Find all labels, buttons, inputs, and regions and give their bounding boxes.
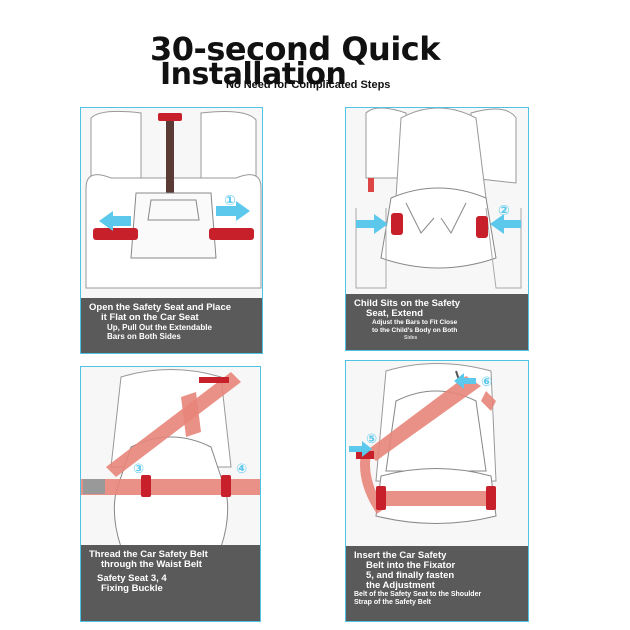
caption-line: Sides (404, 335, 418, 341)
step-5-6-caption: Insert the Car Safety Belt into the Fixa… (346, 546, 528, 621)
step-3-marker: ③ (133, 461, 145, 476)
step-2-marker: ② (498, 202, 510, 218)
caption-line: Child Sits on the Safety (354, 298, 461, 309)
caption-line: Safety Seat 3, 4 (97, 573, 167, 584)
step-panel-1: ① Open the Safety Seat and Place it Flat… (80, 107, 263, 354)
step-4-marker: ④ (236, 461, 248, 476)
step-2-caption: Child Sits on the Safety Seat, Extend Ad… (346, 294, 528, 350)
step-5-marker: ⑤ (366, 431, 378, 446)
caption-line: the Adjustment (366, 580, 435, 591)
step-panel-4: ⑥ ⑤ Insert the Car Safety Belt into the … (345, 360, 529, 622)
caption-line: Adjust the Bars to Fit Close (372, 319, 458, 326)
step-panel-3: ③ ④ Thread the Car Safety Belt through t… (80, 366, 261, 622)
step-6-marker: ⑥ (481, 374, 493, 389)
page-subtitle: No Need for Complicated Steps (226, 79, 391, 91)
caption-line: it Flat on the Car Seat (101, 312, 199, 323)
page-title-line1: 30-second Quick (150, 30, 441, 68)
page-title-line2: Installation (160, 57, 347, 92)
step-1-marker: ① (224, 192, 236, 208)
caption-line: Strap of the Safety Belt (354, 599, 432, 606)
caption-line: Fixing Buckle (101, 583, 163, 594)
caption-line: Open the Safety Seat and Place (89, 302, 232, 313)
shoulder-strap-fastening-illustration (349, 363, 497, 524)
step-3-4-caption: Thread the Car Safety Belt through the W… (81, 545, 260, 621)
caption-line: Seat, Extend (366, 308, 424, 319)
caption-line: Belt into the Fixator (366, 560, 456, 571)
child-seated-illustration (355, 108, 522, 289)
caption-line: Belt of the Safety Seat to the Shoulder (354, 591, 482, 598)
caption-line: 5, and finally fasten (366, 570, 455, 581)
safety-seat-open-illustration (85, 110, 262, 289)
waist-belt-threading-illustration (81, 369, 260, 548)
caption-line: to the Child's Body on Both (372, 327, 458, 334)
caption-line: Bars on Both Sides (107, 332, 181, 341)
caption-line: Up, Pull Out the Extendable (107, 323, 212, 332)
step-1-caption: Open the Safety Seat and Place it Flat o… (81, 298, 262, 353)
caption-line: Insert the Car Safety (354, 550, 447, 561)
caption-line: through the Waist Belt (101, 559, 202, 570)
caption-line: Thread the Car Safety Belt (89, 549, 208, 560)
step-panel-2: ② Child Sits on the Safety Seat, Extend … (345, 107, 529, 351)
